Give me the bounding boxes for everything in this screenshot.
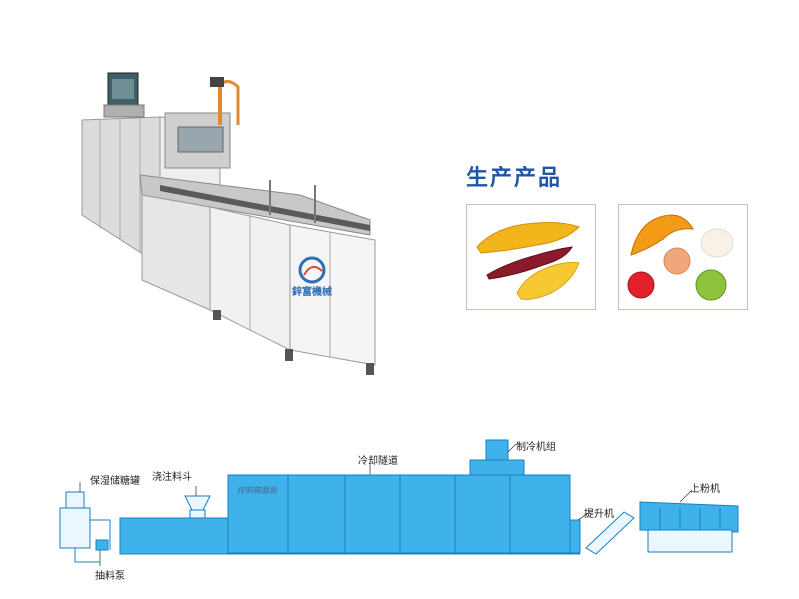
product-photo-right bbox=[618, 204, 748, 310]
elevator bbox=[585, 511, 635, 555]
sugar-tank bbox=[59, 507, 91, 549]
label-pump: 抽料泵 bbox=[95, 571, 125, 582]
machine-photo bbox=[81, 72, 376, 375]
products-title: 生产产品 bbox=[466, 166, 563, 191]
cooling-tunnel bbox=[227, 474, 571, 554]
product-photo-left bbox=[466, 204, 596, 310]
machine-brand-text: 鋅富機械 bbox=[292, 287, 332, 298]
label-sugar-tank: 保湿储糖罐 bbox=[90, 476, 140, 487]
label-hopper: 浇注料斗 bbox=[152, 472, 192, 483]
coater bbox=[639, 501, 739, 533]
label-chiller: 制冷机组 bbox=[516, 442, 556, 453]
label-tunnel: 冷却隧道 bbox=[358, 456, 398, 467]
hopper bbox=[184, 495, 211, 511]
pump bbox=[95, 539, 109, 551]
label-coater: 上粉机 bbox=[690, 484, 720, 495]
process-diagram bbox=[59, 439, 739, 566]
control-panel-label: 控制箱面板 bbox=[237, 486, 277, 495]
label-elevator: 提升机 bbox=[584, 509, 614, 520]
chiller bbox=[485, 439, 509, 461]
